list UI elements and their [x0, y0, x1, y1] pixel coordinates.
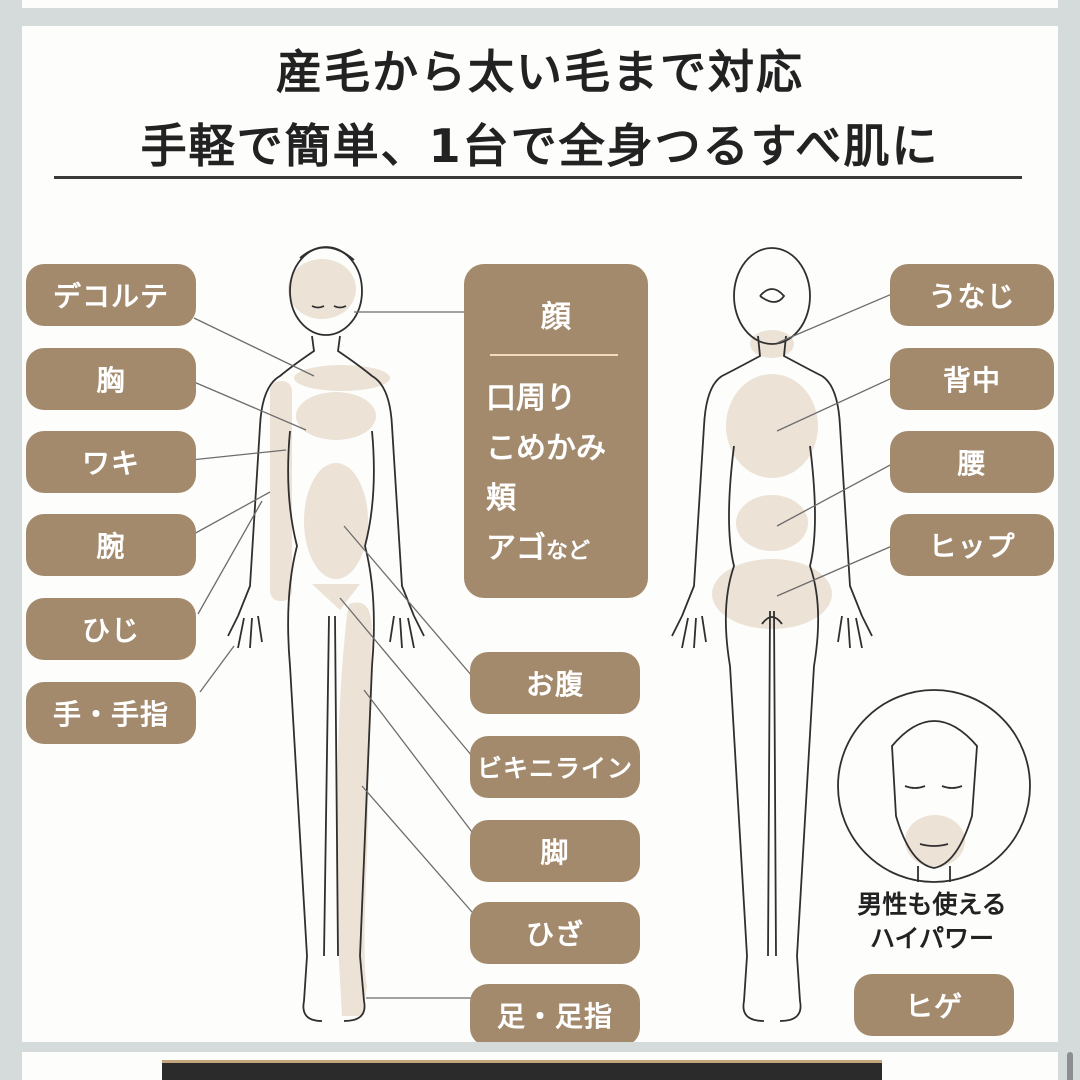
figure-outlines — [227, 246, 1031, 1022]
label-text: うなじ — [928, 280, 1016, 313]
scrollbar-thumb[interactable] — [1067, 1052, 1073, 1080]
label-feet-toes: 足・足指 — [470, 984, 640, 1042]
title-line-2: 手軽で簡単、1台で全身つるすべ肌に — [140, 119, 940, 173]
label-hand-fingers: 手・手指 — [26, 682, 196, 744]
title-divider — [54, 176, 1022, 179]
body-areas-card: 産毛から太い毛まで対応 手軽で簡単、1台で全身つるすべ肌に — [22, 26, 1058, 1042]
face-area-chin: アゴなど — [486, 524, 606, 577]
label-text: 手・手指 — [52, 698, 169, 731]
label-text: 胸 — [96, 364, 126, 397]
body-illustration — [171, 246, 1031, 1022]
label-waist: 腰 — [890, 431, 1054, 493]
label-legs: 脚 — [470, 820, 640, 882]
label-chest: 胸 — [26, 348, 196, 410]
label-text: お腹 — [525, 668, 584, 701]
label-knee: ひざ — [470, 902, 640, 964]
label-text: 足・足指 — [496, 1000, 613, 1033]
label-text: デコルテ — [52, 280, 169, 313]
next-card-image — [162, 1060, 882, 1080]
label-elbow: ひじ — [26, 598, 196, 660]
treatment-highlights — [270, 259, 965, 1016]
label-text: ヒゲ — [904, 990, 963, 1023]
men-caption: 男性も使える ハイパワー — [822, 888, 1042, 956]
label-text: 腰 — [957, 447, 987, 480]
label-text: 腕 — [96, 530, 126, 563]
label-hip: ヒップ — [890, 514, 1054, 576]
previous-card-edge — [22, 0, 1058, 8]
label-belly: お腹 — [470, 652, 640, 714]
label-arm: 腕 — [26, 514, 196, 576]
men-caption-line-1: 男性も使える — [857, 890, 1007, 919]
face-divider — [490, 354, 618, 356]
label-text: 背中 — [942, 364, 1001, 397]
label-nape: うなじ — [890, 264, 1054, 326]
title-line-1: 産毛から太い毛まで対応 — [276, 45, 804, 99]
face-area-mouth: 口周り — [486, 381, 576, 416]
face-heading: 顔 — [541, 300, 571, 335]
label-decollete: デコルテ — [26, 264, 196, 326]
face-area-temples: こめかみ — [486, 431, 606, 466]
next-card-edge — [22, 1052, 1058, 1080]
men-caption-line-2: ハイパワー — [869, 924, 994, 953]
label-text: ビキニライン — [476, 754, 633, 783]
label-face: 顔 口周り こめかみ 頬 アゴなど — [464, 264, 648, 598]
face-area-suffix: など — [546, 539, 591, 564]
label-beard: ヒゲ — [854, 974, 1014, 1036]
label-text: ヒップ — [928, 530, 1016, 563]
face-area-cheeks: 頬 — [486, 481, 516, 516]
label-text: 脚 — [540, 836, 570, 869]
label-text: ワキ — [81, 447, 140, 480]
label-armpit: ワキ — [26, 431, 196, 493]
label-bikini-line: ビキニライン — [470, 736, 640, 798]
face-areas-list: 口周り こめかみ 頬 アゴなど — [486, 374, 606, 577]
label-text: ひざ — [525, 918, 584, 951]
label-text: ひじ — [81, 614, 140, 647]
label-back: 背中 — [890, 348, 1054, 410]
face-area-chin-label: アゴ — [486, 531, 546, 566]
